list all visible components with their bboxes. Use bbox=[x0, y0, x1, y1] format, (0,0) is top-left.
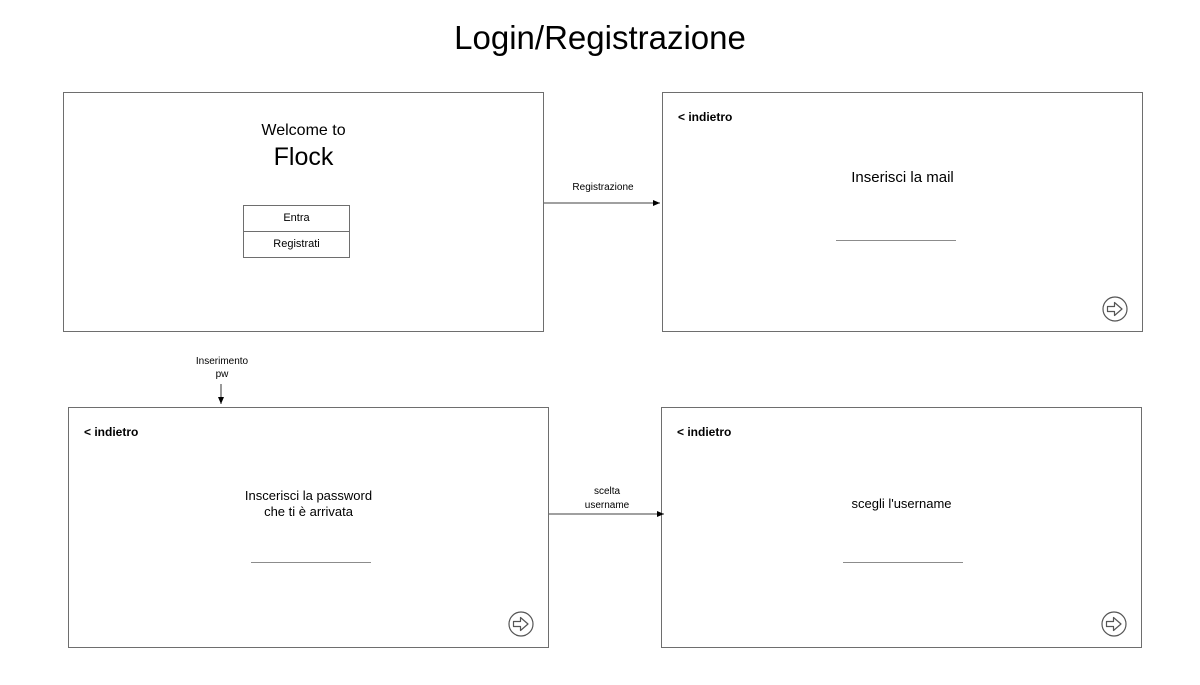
edge-label-inserimento-pw-line1: Inserimento bbox=[195, 356, 249, 367]
arrow-right-circle-icon bbox=[508, 611, 534, 637]
next-button[interactable] bbox=[1102, 296, 1128, 322]
username-prompt: scegli l'username bbox=[851, 496, 952, 511]
welcome-greeting: Welcome to bbox=[261, 122, 346, 139]
edge-label-registrazione: Registrazione bbox=[572, 182, 634, 193]
back-link[interactable]: < indietro bbox=[677, 425, 732, 439]
edge-label-inserimento-pw-line2: pw bbox=[215, 369, 229, 380]
page-title: Login/Registrazione bbox=[454, 19, 746, 56]
arrow-right-circle-icon bbox=[1102, 296, 1128, 322]
enter-button[interactable]: Entra bbox=[243, 205, 350, 232]
arrow-right-circle-icon bbox=[1101, 611, 1127, 637]
password-prompt-line1: Inscerisci la password bbox=[244, 488, 373, 503]
next-button[interactable] bbox=[508, 611, 534, 637]
password-prompt-line2: che ti è arrivata bbox=[264, 504, 353, 519]
email-prompt: Inserisci la mail bbox=[851, 169, 954, 186]
edge-label-scelta-username-line1: scelta bbox=[593, 486, 621, 497]
edge-label-scelta-username-line2: username bbox=[584, 500, 630, 511]
screen-welcome: Welcome to Flock Entra Registrati bbox=[63, 92, 544, 332]
screen-email: < indietro Inserisci la mail bbox=[662, 92, 1143, 332]
next-button[interactable] bbox=[1101, 611, 1127, 637]
register-button[interactable]: Registrati bbox=[243, 231, 350, 258]
password-input[interactable] bbox=[251, 562, 371, 563]
app-name: Flock bbox=[273, 143, 334, 171]
email-input[interactable] bbox=[836, 240, 956, 241]
back-link[interactable]: < indietro bbox=[678, 110, 733, 124]
screen-password: < indietro Inscerisci la password che ti… bbox=[68, 407, 549, 648]
back-link[interactable]: < indietro bbox=[84, 425, 139, 439]
username-input[interactable] bbox=[843, 562, 963, 563]
screen-username: < indietro scegli l'username bbox=[661, 407, 1142, 648]
